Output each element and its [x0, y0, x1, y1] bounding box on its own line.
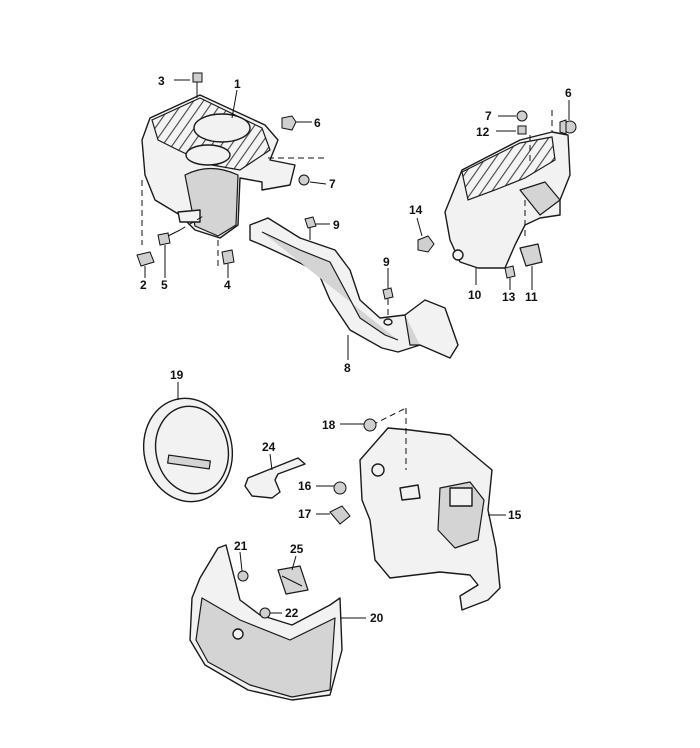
- assembly-line: [371, 407, 407, 426]
- part-4-clip: [221, 249, 235, 265]
- part-24-strap: [244, 457, 306, 499]
- callout-12: 12: [476, 125, 490, 139]
- part-17-cap: [329, 505, 351, 525]
- part-11-bracket: [519, 243, 543, 267]
- callout-10: 10: [468, 288, 482, 302]
- part-19-spare-wheel-cover: [142, 397, 234, 503]
- part-7-screw: [298, 174, 310, 186]
- callout-15: 15: [508, 508, 522, 522]
- callout-14: 14: [409, 203, 423, 217]
- leader-lines: [144, 79, 570, 619]
- part-5-bolt: [157, 229, 181, 246]
- part-14-clip: [417, 235, 435, 253]
- part-6-clip: [281, 115, 297, 131]
- part-3-screw: [192, 72, 203, 98]
- part-6-clip: [559, 119, 577, 135]
- callout-6: 6: [565, 86, 572, 100]
- part-10-side-panel: [444, 131, 571, 269]
- callout-3: 3: [158, 74, 165, 88]
- callout-1: 1: [234, 77, 241, 91]
- part-21-nut: [237, 570, 249, 582]
- callout-9: 9: [383, 255, 390, 269]
- part-7-screw: [516, 110, 528, 122]
- callout-5: 5: [161, 278, 168, 292]
- part-25-bracket: [277, 565, 309, 595]
- part-1-storage-tray: [141, 94, 296, 239]
- part-12-screw: [517, 125, 527, 135]
- callout-2: 2: [140, 278, 147, 292]
- callout-19: 19: [170, 368, 184, 382]
- callout-22: 22: [285, 606, 299, 620]
- callout-21: 21: [234, 539, 248, 553]
- callout-16: 16: [298, 479, 312, 493]
- part-9-bolt: [382, 287, 394, 318]
- part-15-trunk-liner: [359, 427, 501, 611]
- callout-8: 8: [344, 361, 351, 375]
- callout-20: 20: [370, 611, 384, 625]
- callout-11: 11: [525, 290, 538, 304]
- part-13-clip: [504, 265, 516, 279]
- part-18-clip: [363, 418, 377, 432]
- part-9-bolt: [304, 216, 317, 240]
- part-8-cross-member: [249, 217, 459, 359]
- callout-9: 9: [333, 218, 340, 232]
- assembly-line: [179, 214, 206, 231]
- callout-18: 18: [322, 418, 336, 432]
- part-22-clip: [259, 607, 271, 619]
- part-20-lower-trim: [189, 544, 343, 701]
- callout-25: 25: [290, 542, 304, 556]
- part-16-clip: [333, 481, 347, 495]
- part-2-nut: [136, 251, 155, 267]
- callout-13: 13: [502, 290, 516, 304]
- callout-7: 7: [485, 109, 492, 123]
- callout-7: 7: [329, 177, 336, 191]
- callout-24: 24: [262, 440, 276, 454]
- callout-4: 4: [224, 278, 231, 292]
- callout-17: 17: [298, 507, 312, 521]
- callout-6: 6: [314, 116, 321, 130]
